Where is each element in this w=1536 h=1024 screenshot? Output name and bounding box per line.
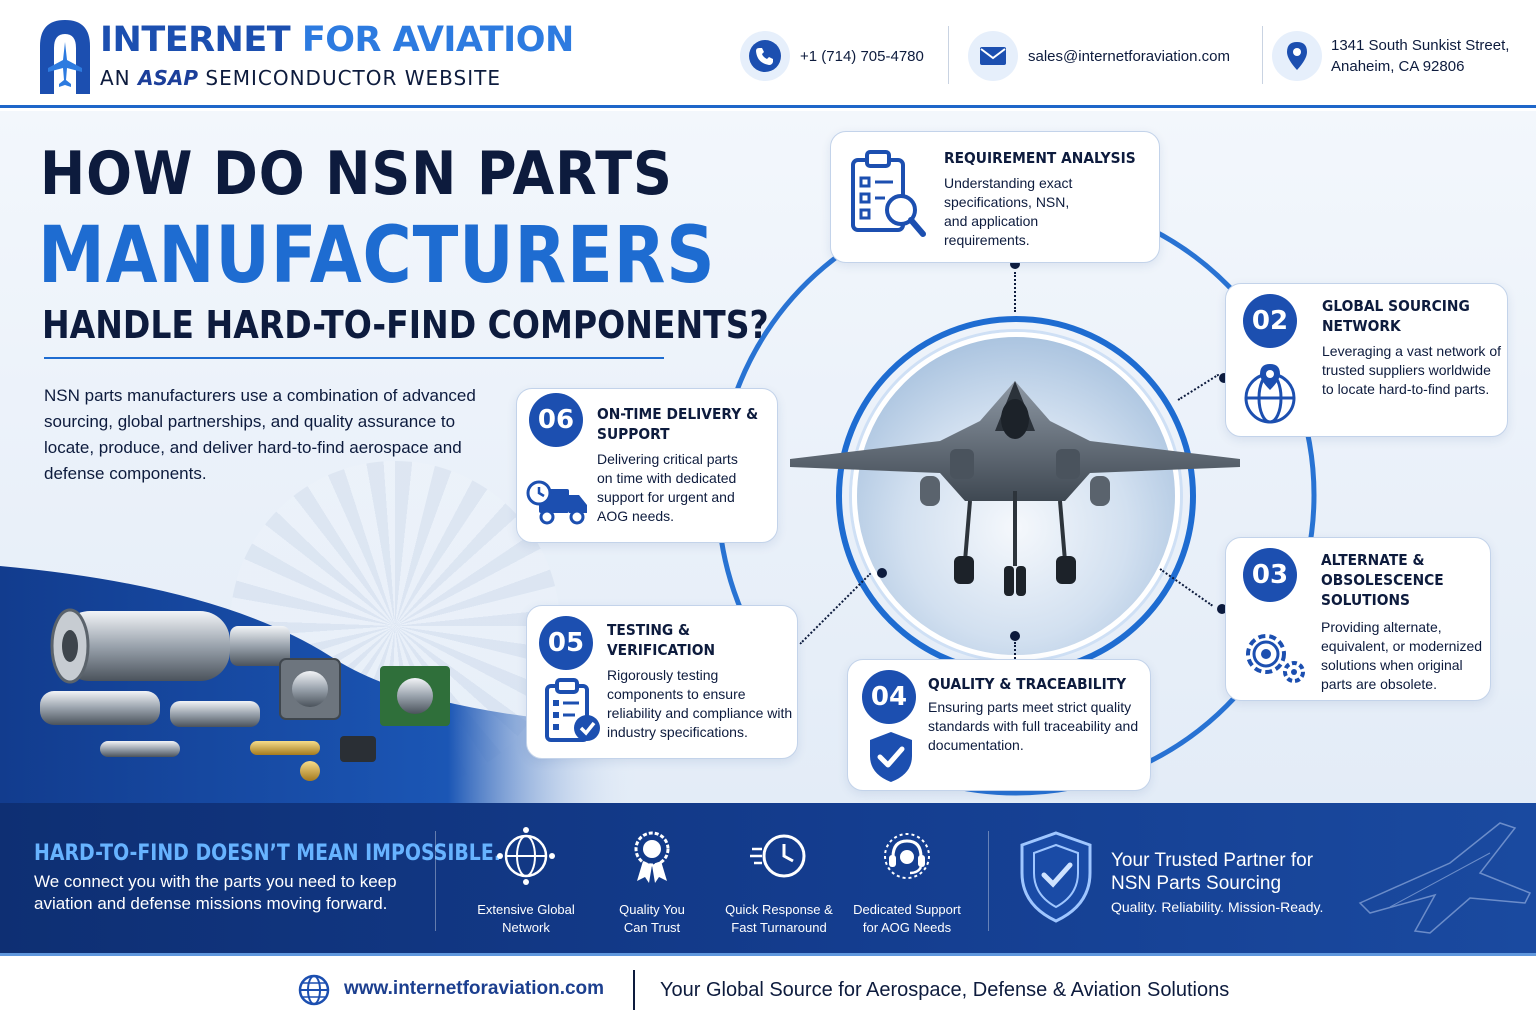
intro-paragraph: NSN parts manufacturers use a combinatio… <box>44 386 476 483</box>
band-divider <box>988 831 989 931</box>
connector-dot <box>1010 631 1020 641</box>
footer-tagline: Your Global Source for Aerospace, Defens… <box>660 979 1230 1001</box>
step-description: Leveraging a vast network of trusted sup… <box>1322 343 1501 397</box>
brand-name: INTERNET FOR AVIATION <box>100 20 574 60</box>
footer: www.internetforaviation.com Your Global … <box>0 953 1536 1024</box>
globe-icon <box>298 974 330 1006</box>
feature-quick-response: Quick Response &Fast Turnaround <box>714 825 844 937</box>
title-line-3: HANDLE HARD-TO-FIND COMPONENTS? <box>42 303 769 347</box>
step-number-badge: 03 <box>1243 548 1297 602</box>
brand-logo-icon <box>40 20 90 94</box>
email-contact[interactable]: sales@internetforaviation.com <box>968 28 1230 84</box>
gears-icon <box>1246 634 1305 683</box>
phone-contact[interactable]: +1 (714) 705-4780 <box>740 28 924 84</box>
band-text: We connect you with the parts you need t… <box>34 872 397 913</box>
location-pin-icon <box>1272 31 1322 81</box>
delivery-truck-icon <box>526 480 587 525</box>
step-card-on-time-delivery: 06 ON-TIME DELIVERY &SUPPORT Delivering … <box>516 388 778 543</box>
header-divider <box>948 26 949 84</box>
address-line-1: 1341 South Sunkist Street, <box>1331 37 1510 54</box>
title-line-1: HOW DO NSN PARTS <box>40 139 673 209</box>
title-underline <box>44 357 664 359</box>
step-title: TESTING &VERIFICATION <box>607 621 715 659</box>
connector-dot <box>1010 259 1020 269</box>
step-description: Providing alternate, equivalent, or mode… <box>1321 619 1483 692</box>
address-contact[interactable]: 1341 South Sunkist Street, Anaheim, CA 9… <box>1272 28 1509 84</box>
network-globe-icon <box>495 825 557 887</box>
trusted-partner-heading: Your Trusted Partner for NSN Parts Sourc… <box>1111 850 1314 894</box>
footer-divider <box>633 970 635 1010</box>
benefits-band: HARD-TO-FIND DOESN’T MEAN IMPOSSIBLE. We… <box>0 803 1536 953</box>
phone-icon <box>740 31 790 81</box>
step-description: Ensuring parts meet strict quality stand… <box>928 699 1139 753</box>
header: INTERNET FOR AVIATION AN ASAP SEMICONDUC… <box>0 0 1536 108</box>
step-number-badge: 04 <box>862 670 916 724</box>
band-divider <box>435 831 436 931</box>
address-line-2: Anaheim, CA 92806 <box>1331 58 1465 75</box>
website-link[interactable]: www.internetforaviation.com <box>344 978 605 999</box>
step-description: Delivering critical parts on time with d… <box>597 451 738 524</box>
email-icon <box>968 31 1018 81</box>
clipboard-search-icon <box>851 150 926 237</box>
shield-check-icon <box>870 732 912 782</box>
fighter-jet-illustration <box>790 381 1240 596</box>
checklist-icon <box>545 678 600 742</box>
step-title: ON-TIME DELIVERY &SUPPORT <box>597 405 759 443</box>
header-divider <box>1262 26 1263 84</box>
step-description: Rigorously testing components to ensure … <box>607 667 793 740</box>
step-card-quality-traceability: 04 QUALITY & TRACEABILITY Ensuring parts… <box>847 659 1151 791</box>
headset-support-icon <box>876 825 938 887</box>
step-description: Understanding exact specifications, NSN,… <box>944 175 1073 248</box>
jet-blueprint-graphic <box>1358 822 1532 934</box>
asap-wordmark: ASAP <box>138 66 199 90</box>
step-number-badge: 06 <box>529 393 583 447</box>
trusted-partner-tagline: Quality. Reliability. Mission-Ready. <box>1111 899 1324 915</box>
step-number-badge: 02 <box>1243 294 1297 348</box>
step-card-testing-verification: 05 TESTING &VERIFICATION Rigorously test… <box>526 605 798 759</box>
connector-dot <box>1217 604 1227 614</box>
brand-subtitle: AN ASAP SEMICONDUCTOR WEBSITE <box>100 66 501 90</box>
step-title: QUALITY & TRACEABILITY <box>928 675 1127 693</box>
connector-line <box>1014 272 1016 312</box>
aerospace-parts-illustration <box>40 608 450 781</box>
fast-clock-icon <box>748 825 810 887</box>
trusted-shield-icon <box>1020 831 1092 923</box>
step-number-badge: 05 <box>539 616 593 670</box>
title-line-2: MANUFACTURERS <box>38 211 716 301</box>
main-infographic: HOW DO NSN PARTS MANUFACTURERS HANDLE HA… <box>0 111 1536 803</box>
globe-pin-icon <box>1244 364 1296 424</box>
step-card-requirement-analysis: REQUIREMENT ANALYSIS Understanding exact… <box>830 131 1160 263</box>
connector-dot <box>1219 373 1229 383</box>
step-title: REQUIREMENT ANALYSIS <box>944 149 1136 167</box>
band-headline: HARD-TO-FIND DOESN’T MEAN IMPOSSIBLE. <box>34 841 501 866</box>
connector-dot <box>877 568 887 578</box>
award-badge-icon <box>621 825 683 887</box>
